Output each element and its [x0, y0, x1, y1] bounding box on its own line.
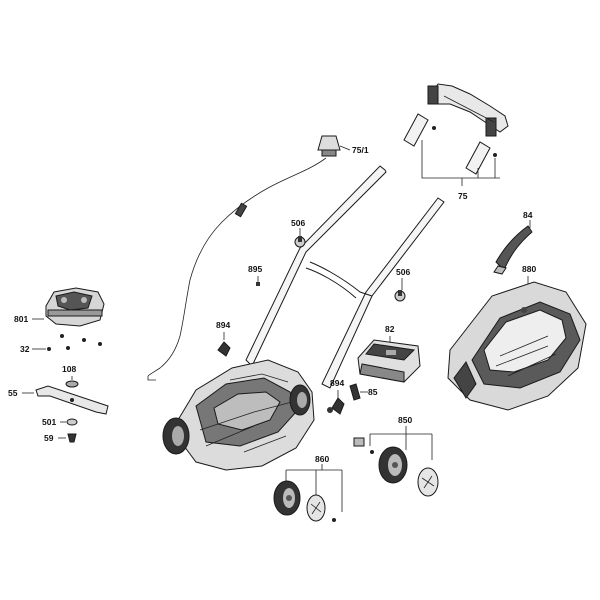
label-108: 108: [62, 364, 76, 374]
handle-frame-part: [245, 165, 445, 389]
fan-washer-part: [65, 380, 79, 388]
blade-screw-part: [67, 433, 77, 443]
label-895: 895: [248, 264, 262, 274]
motor-screws-part: [60, 334, 102, 350]
cable-clip-left-part: [217, 341, 231, 357]
label-85: 85: [368, 387, 378, 397]
label-75: 75: [458, 191, 468, 201]
screw-small-part: [432, 126, 497, 157]
label-75-1: 75/1: [352, 145, 369, 155]
lock-knob-upper-part: [294, 236, 306, 248]
label-506-upper: 506: [291, 218, 305, 228]
battery-pack-part: [357, 339, 421, 383]
handle-grip-left-part: [403, 113, 429, 147]
rear-wheel-part: [378, 446, 408, 484]
cable-clip-right-part: [327, 397, 345, 415]
label-506-lower: 506: [396, 267, 410, 277]
cable-part: [147, 157, 327, 377]
label-32: 32: [20, 344, 30, 354]
screw-32-part: [47, 347, 51, 351]
front-wheel-screw-part: [332, 518, 336, 522]
mower-deck-part: [171, 359, 315, 471]
front-hubcap-part: [306, 494, 326, 522]
motor-unit-part: [45, 287, 105, 327]
pin-part: [256, 282, 260, 286]
handle-crossbar-part: [427, 83, 509, 137]
handle-grip-right-part: [465, 141, 491, 175]
cable-plug-part: [317, 135, 341, 157]
label-894-right: 894: [330, 378, 344, 388]
label-894-left: 894: [216, 320, 230, 330]
label-501: 501: [42, 417, 56, 427]
washer-part: [66, 418, 78, 426]
label-860: 860: [315, 454, 329, 464]
label-850: 850: [398, 415, 412, 425]
rear-axle-part: [353, 437, 374, 454]
label-59: 59: [44, 433, 54, 443]
label-55: 55: [8, 388, 18, 398]
lock-knob-lower-part: [394, 290, 406, 302]
label-84: 84: [523, 210, 533, 220]
label-880: 880: [522, 264, 536, 274]
front-wheel-part: [273, 480, 301, 516]
grass-box-lid-part: [493, 225, 533, 275]
switch-part: [349, 383, 361, 401]
grass-box-part: [447, 281, 587, 411]
label-82: 82: [385, 324, 395, 334]
label-801: 801: [14, 314, 28, 324]
rear-hubcap-part: [417, 467, 439, 497]
deck-wheel-front-part: [162, 417, 190, 455]
deck-wheel-rear-part: [289, 384, 311, 416]
